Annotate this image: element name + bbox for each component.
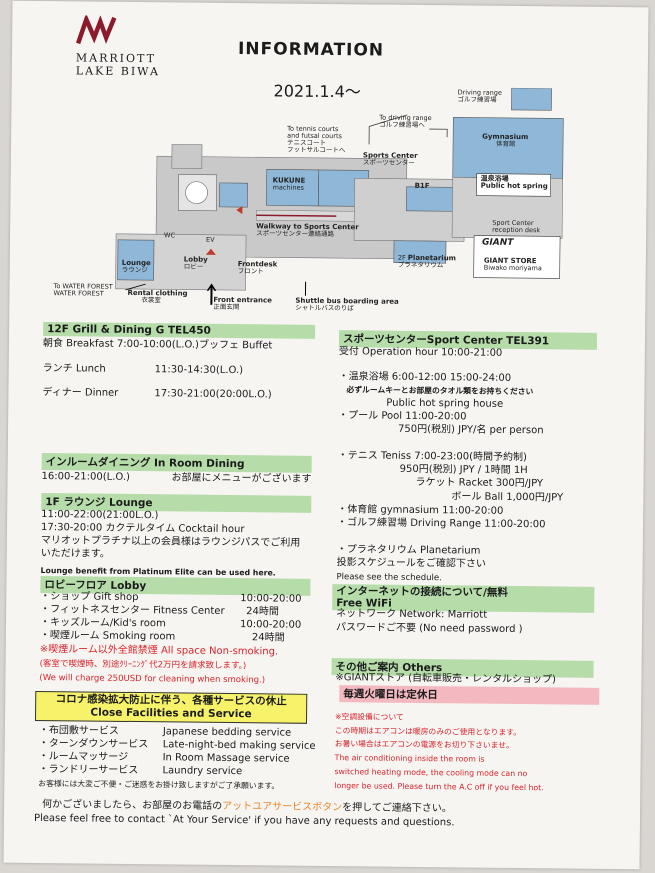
sports-tennis: ・テニス Teniss 7:00-23:00(時間予約制)	[337, 450, 527, 464]
sports-plan-note: 投影スケジュールをご確認下さい	[336, 557, 487, 570]
closed-header: コロナ感染拡大防止に伴う、各種サービスの休止 Close Facilities …	[34, 690, 308, 724]
giant-logo: GIANT	[481, 237, 514, 248]
sports-gym: ・体育館 gymnasium 11:00-20:00	[337, 504, 504, 517]
sports-pool-price: 750円(税別) JPY/名 per person	[398, 423, 544, 437]
label-ev: EV	[205, 235, 215, 244]
info-sheet: MARRIOTT LAKE BIWA INFORMATION 2021.1.4～	[3, 0, 649, 870]
grill-lunch-label: ランチ Lunch	[42, 363, 106, 375]
aircon-en1: The air conditioning inside the room is	[334, 753, 485, 764]
sports-racket: ラケット Racket 300円/JPY	[415, 476, 544, 490]
sports-plan-en: Please see the schedule.	[336, 572, 442, 584]
inroom-header: インルームダイニング In Room Dining	[41, 453, 312, 473]
grill-dinner-label: ディナー Dinner	[42, 387, 119, 399]
closed-apology: お客様には大変ご不便・ご迷惑をお掛け致しますがご了承願います。	[38, 779, 280, 791]
sports-ball: ボール Ball 1,000円/JPY	[451, 491, 564, 504]
sports-onsen: ・温泉浴場 6:00-12:00 15:00-24:00	[338, 371, 512, 384]
floor-map-drawing	[115, 87, 564, 305]
wifi-network: ネットワーク Network: Marriott	[336, 608, 488, 621]
brand-location: LAKE BIWA	[75, 64, 160, 79]
lounge-time1: 11:00-22:00(21:00L.O.)	[41, 509, 159, 522]
label-b1f: B1F	[414, 181, 430, 191]
lounge-note2: いただけます。	[40, 548, 110, 560]
page-title: INFORMATION	[237, 39, 385, 61]
sports-hours: 受付 Operation hour 10:00-21:00	[338, 346, 503, 359]
lounge-time2: 17:30-20:00 カクテルタイム Cocktail hour	[40, 522, 245, 536]
smoking-warning-en: (We will charge 250USD for cleaning when…	[39, 673, 266, 686]
wifi-password: パスワードご不要 (No need password )	[335, 622, 523, 636]
aircon-en2: switched heating mode, the cooling mode …	[334, 767, 528, 779]
inroom-time: 16:00-21:00(L.O.)	[41, 471, 131, 483]
others-giant: ※GIANTストア (自転車販売・レンタルショップ)	[335, 672, 557, 686]
label-wc: WC	[164, 231, 176, 240]
sports-tennis-price: 950円(税別) JPY / 1時間 1H	[399, 463, 528, 477]
sports-golf: ・ゴルフ練習場 Driving Range 11:00-20:00	[337, 517, 546, 531]
sports-pool: ・プール Pool 11:00-20:00	[338, 410, 467, 423]
sports-planetarium: ・プラネタリウム Planetarium	[336, 544, 481, 557]
smoking-warning-ja: (客室で喫煙時、別途ｸﾘｰﾆﾝｸﾞ代2万円を請求致します。)	[39, 659, 247, 672]
aircon-title: ※空調設備について	[335, 712, 404, 722]
aircon-en3: longer be used. Please turn the A.C off …	[334, 781, 544, 793]
marriott-logo-icon	[76, 15, 117, 45]
smoking-warning: ※喫煙ルーム以外全館禁煙 All space Non-smoking.	[39, 644, 279, 658]
inroom-note: お部屋にメニューがございます	[171, 472, 312, 485]
aircon-ja2: お暑い場合はエアコンの電源をお切り下さいませ。	[334, 739, 514, 750]
grill-header: 12F Grill & Dining G TEL450	[43, 322, 316, 339]
brand-name: MARRIOTT	[75, 51, 157, 66]
at-your-service-button-text: アットユアサービスボタン	[222, 800, 343, 814]
grill-lunch-time: 11:30-14:30(L.O.)	[154, 364, 244, 377]
grill-dinner-time: 17:30-21:00(20:00L.O.)	[154, 388, 272, 401]
others-closed-day: 毎週火曜日は定休日	[339, 685, 600, 705]
aircon-ja1: この時期はエアコンは暖房のみのご使用となります。	[334, 726, 522, 738]
sports-onsen-en: Public hot spring house	[386, 397, 504, 410]
sports-onsen-note: 必ずルームキーとお部屋のタオル類をお持ちください	[346, 385, 534, 397]
footer-en: Please feel free to contact `At Your Ser…	[33, 812, 455, 829]
grill-breakfast: 朝食 Breakfast 7:00-10:00(L.O.)ブッフェ Buffet	[42, 338, 273, 352]
